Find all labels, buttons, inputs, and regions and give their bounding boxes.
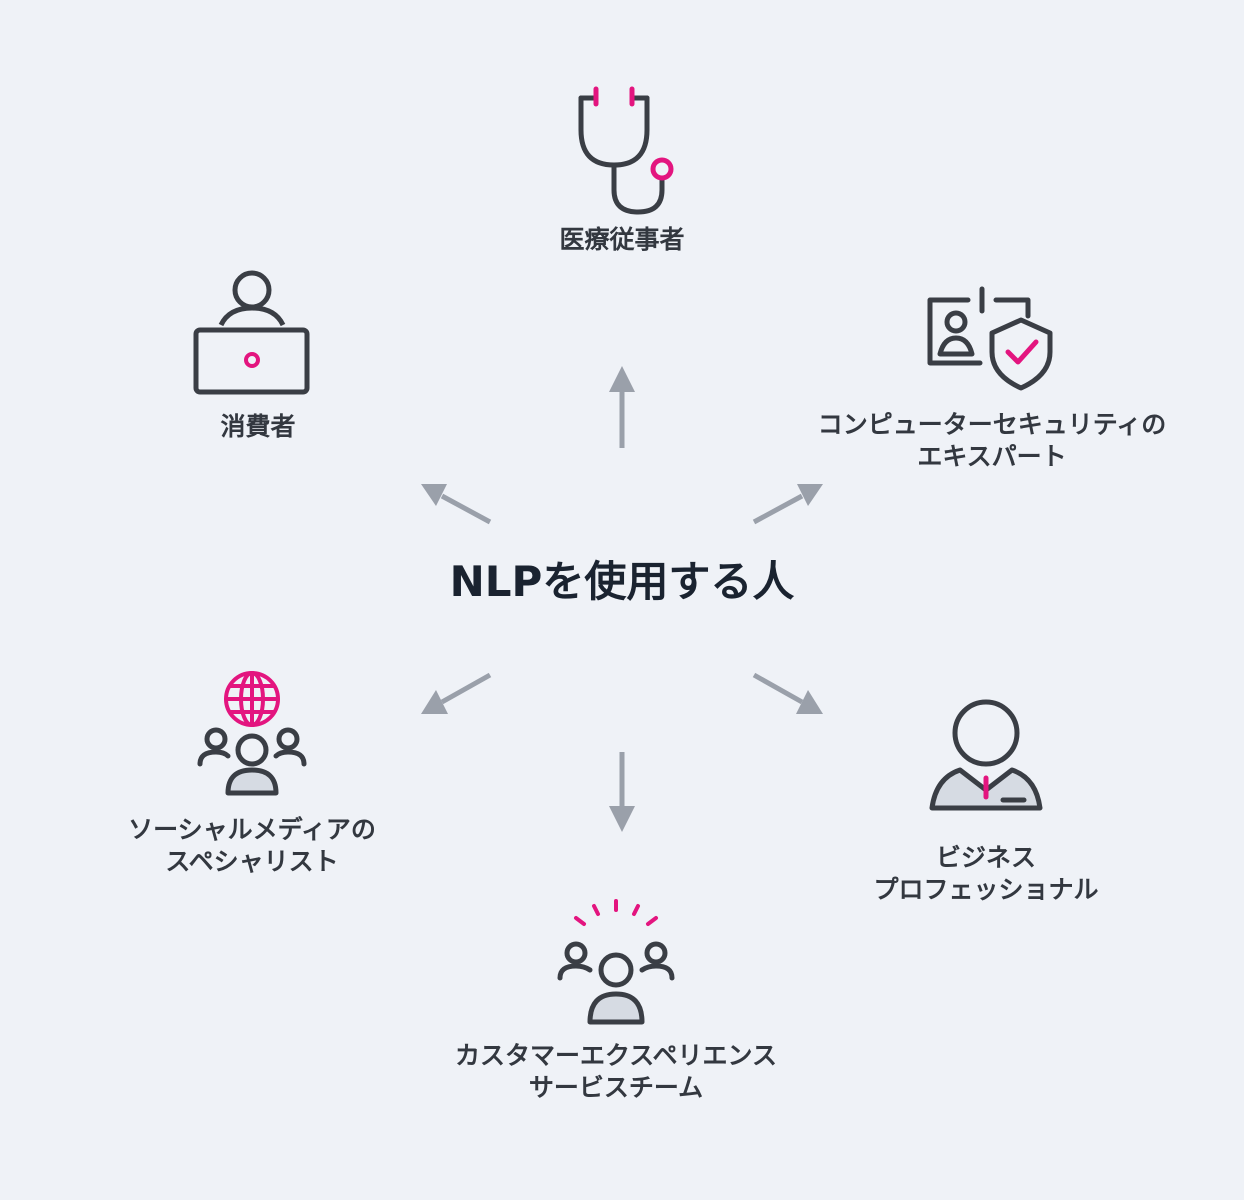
label-line: スペシャリスト xyxy=(165,847,339,876)
label-line: 医療従事者 xyxy=(559,225,685,254)
label-social: ソーシャルメディアの スペシャリスト xyxy=(102,814,402,878)
label-line: ソーシャルメディアの xyxy=(128,815,376,844)
label-line: エキスパート xyxy=(917,442,1067,471)
id-card-shield-icon xyxy=(927,286,1053,391)
label-line: プロフェッショナル xyxy=(873,875,1099,904)
arrow-up-right xyxy=(752,484,823,525)
team-ideas-icon xyxy=(557,899,675,1025)
label-line: サービスチーム xyxy=(528,1073,704,1102)
arrow-down-right xyxy=(752,672,823,714)
business-person-icon xyxy=(929,699,1043,811)
arrow-down-left xyxy=(421,672,492,714)
laptop-user-icon xyxy=(193,270,310,395)
stethoscope-icon xyxy=(578,86,674,215)
label-security: コンピューターセキュリティの エキスパート xyxy=(792,409,1192,473)
arrow-up xyxy=(609,366,635,448)
label-line: 消費者 xyxy=(220,412,296,441)
globe-group-icon xyxy=(197,671,307,796)
center-title: NLPを使用する人 xyxy=(449,557,795,606)
arrow-up-left xyxy=(421,484,492,525)
label-consumer: 消費者 xyxy=(158,411,358,443)
arrow-down xyxy=(609,752,635,832)
label-line: カスタマーエクスペリエンス xyxy=(454,1041,777,1070)
label-cx: カスタマーエクスペリエンス サービスチーム xyxy=(416,1040,816,1104)
label-line: ビジネス xyxy=(935,843,1036,872)
label-healthcare: 医療従事者 xyxy=(522,224,722,256)
arrows xyxy=(421,366,823,832)
label-business: ビジネス プロフェッショナル xyxy=(836,842,1136,906)
label-line: コンピューターセキュリティの xyxy=(817,410,1167,439)
